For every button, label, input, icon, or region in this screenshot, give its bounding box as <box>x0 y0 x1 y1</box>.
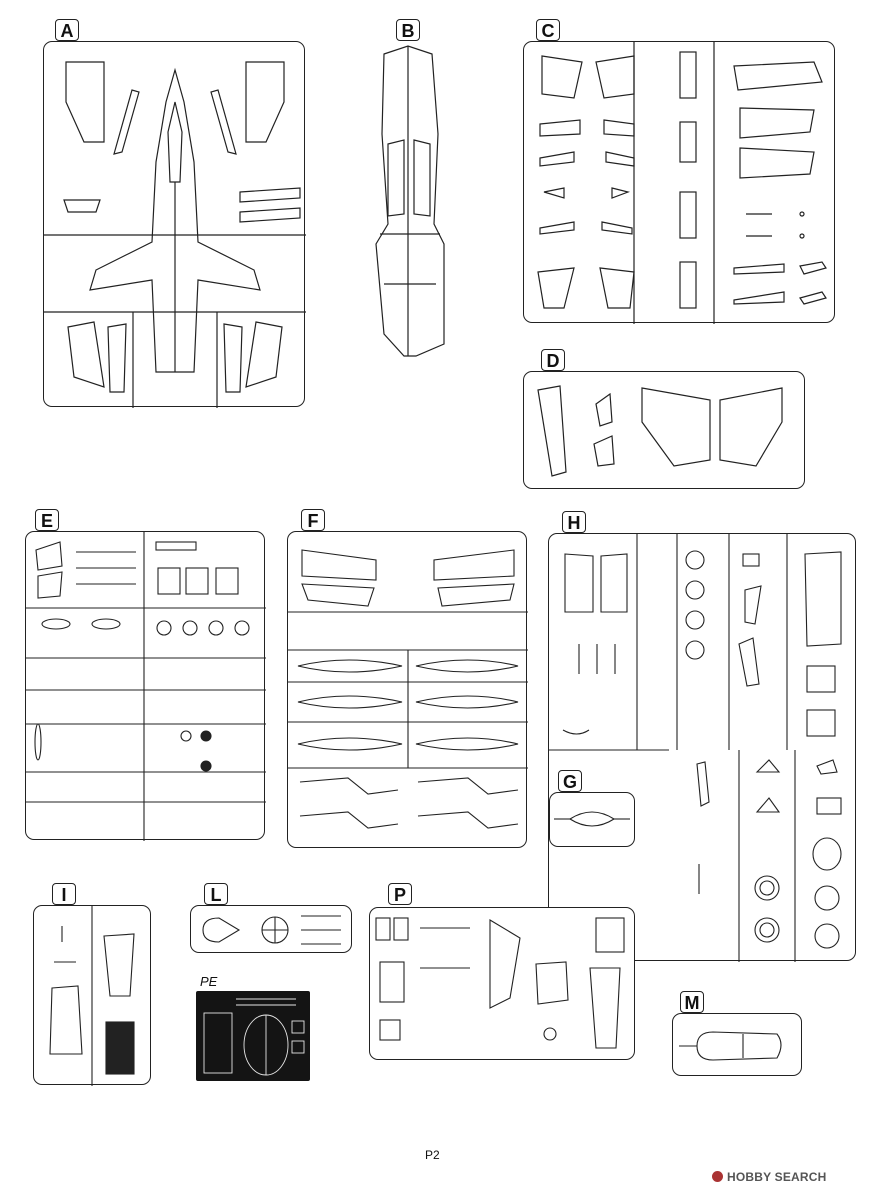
hobby-search-logo-icon <box>712 1171 723 1182</box>
sprue-p-frame <box>369 907 635 1060</box>
sprue-d-label: D <box>541 349 565 371</box>
sprue-e-frame <box>25 531 266 841</box>
sprue-b-frame <box>374 44 445 362</box>
sprue-i-frame <box>33 905 151 1086</box>
sprue-f-frame <box>287 531 528 848</box>
sprue-c-frame <box>523 41 835 324</box>
sprue-i-label: I <box>52 883 76 905</box>
sprue-p-label: P <box>388 883 412 905</box>
watermark: HOBBY SEARCH <box>712 1170 827 1184</box>
sprue-h-parts <box>549 534 842 962</box>
page-number: P2 <box>425 1148 440 1162</box>
sprue-d-parts <box>537 385 783 477</box>
sprue-c-parts <box>537 42 827 324</box>
sprue-g-parts <box>554 811 630 827</box>
sprue-d-frame <box>523 371 805 489</box>
sprue-h-frame <box>548 533 856 962</box>
sprue-p-parts <box>375 917 625 1049</box>
sprue-e-parts <box>26 532 266 841</box>
sprue-l-frame <box>190 905 352 953</box>
sprue-g-label: G <box>558 770 582 792</box>
sprue-m-frame <box>672 1013 802 1076</box>
sprue-b-label: B <box>396 19 420 41</box>
sprue-a-parts <box>44 61 306 408</box>
sprue-l-label: L <box>204 883 228 905</box>
sprue-f-parts <box>288 549 528 829</box>
photo-etch-fret <box>196 991 310 1081</box>
watermark-text: HOBBY SEARCH <box>727 1170 827 1184</box>
photo-etch-parts <box>203 998 305 1076</box>
sprue-c-label: C <box>536 19 560 41</box>
sprue-l-parts <box>202 915 341 945</box>
sprue-m-parts <box>679 1031 782 1061</box>
sprue-i-parts <box>49 906 135 1086</box>
sprue-e-label: E <box>35 509 59 531</box>
sprue-h-label: H <box>562 511 586 533</box>
sprue-g-frame <box>549 792 635 847</box>
sprue-m-label: M <box>680 991 704 1013</box>
sprue-a-label: A <box>55 19 79 41</box>
sprue-b-parts <box>375 45 445 357</box>
sprue-a-frame <box>43 41 306 408</box>
photo-etch-label: PE <box>200 974 218 989</box>
sprue-f-label: F <box>301 509 325 531</box>
